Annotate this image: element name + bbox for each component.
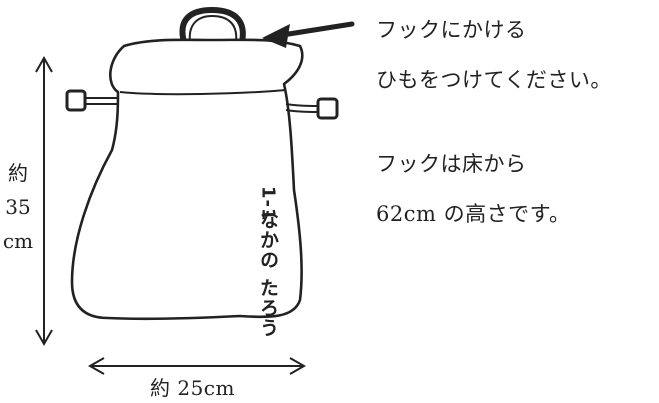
width-arrow-left <box>87 357 105 375</box>
hook-arrow-head <box>262 24 290 48</box>
right-cord-stopper <box>316 97 339 120</box>
drawstring-channel <box>119 89 287 96</box>
left-cord-stopper <box>65 89 87 112</box>
bag-name-label: なかの たろう <box>257 210 279 338</box>
height-note-line-2: 62cm の高さです。 <box>376 202 571 226</box>
hook-note-line-2: ひもをつけてください。 <box>376 68 612 92</box>
bag-outline <box>70 38 304 321</box>
width-dimension-label: 約 25cm <box>150 376 235 400</box>
height-note-line-1: フックは床から <box>376 152 527 176</box>
hanging-loop <box>179 6 246 45</box>
right-drawstring-lower <box>285 109 319 113</box>
height-label-line-3: cm <box>2 229 34 253</box>
hook-note-line-1: フックにかける <box>376 18 527 42</box>
height-label-line-2: 35 <box>5 195 31 219</box>
bag-class-label: 1-1 <box>258 186 279 222</box>
height-arrow-top <box>35 55 53 73</box>
hanging-loop-inner <box>188 14 238 43</box>
height-arrow-bottom <box>35 329 53 347</box>
hook-arrow-shaft <box>273 21 355 39</box>
width-arrow-right <box>289 357 307 375</box>
height-dimension-label: 約 35 cm <box>2 156 34 258</box>
height-label-line-1: 約 <box>8 161 28 185</box>
right-drawstring <box>285 103 319 107</box>
